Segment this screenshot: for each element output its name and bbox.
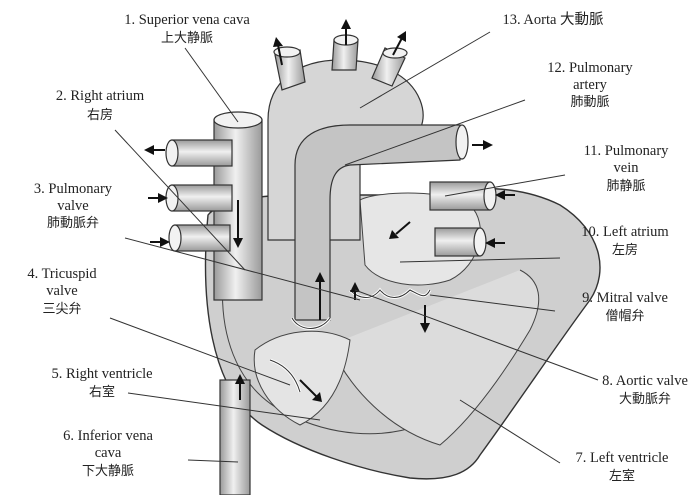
svg-text:7. Left ventricle: 7. Left ventricle (576, 450, 669, 466)
svg-text:5. Right ventricle: 5. Right ventricle (51, 366, 152, 382)
svg-text:3. Pulmonary: 3. Pulmonary (34, 181, 113, 197)
svg-text:上大静脈: 上大静脈 (161, 31, 213, 46)
label-aorta: 13. Aorta 大動脈 (502, 11, 603, 28)
svg-text:肺静脈: 肺静脈 (606, 179, 645, 194)
svg-text:肺動脈: 肺動脈 (570, 95, 609, 110)
svg-text:valve: valve (46, 283, 77, 299)
svg-text:2. Right atrium: 2. Right atrium (56, 88, 145, 104)
svg-text:13. Aorta 大動脈: 13. Aorta 大動脈 (502, 11, 603, 28)
svg-text:11. Pulmonary: 11. Pulmonary (584, 143, 670, 159)
inferior-vena-cava-vessel (220, 380, 250, 495)
svg-text:左房: 左房 (612, 242, 638, 258)
label-tricuspid-valve: 4. Tricuspid valve 三尖弁 (27, 266, 97, 317)
label-pulmonary-artery: 12. Pulmonary artery 肺動脈 (547, 60, 633, 110)
svg-text:僧帽弁: 僧帽弁 (605, 308, 644, 324)
svg-text:9. Mitral valve: 9. Mitral valve (582, 290, 668, 306)
svg-text:vein: vein (614, 160, 640, 176)
svg-text:右房: 右房 (87, 107, 113, 123)
label-left-ventricle: 7. Left ventricle 左室 (576, 450, 669, 484)
label-pulmonary-vein: 11. Pulmonary vein 肺静脈 (584, 143, 670, 194)
svg-text:下大静脈: 下大静脈 (82, 464, 134, 479)
svg-text:三尖弁: 三尖弁 (42, 302, 81, 317)
svg-text:4. Tricuspid: 4. Tricuspid (27, 266, 97, 282)
svg-text:artery: artery (573, 77, 608, 93)
svg-text:6. Inferior vena: 6. Inferior vena (63, 428, 153, 444)
svg-text:valve: valve (57, 198, 88, 214)
svg-text:肺動脈弁: 肺動脈弁 (47, 216, 99, 231)
label-aortic-valve: 8. Aortic valve 大動脈弁 (602, 373, 688, 407)
svg-text:10. Left atrium: 10. Left atrium (581, 224, 669, 240)
label-inferior-vena-cava: 6. Inferior vena cava 下大静脈 (63, 428, 153, 479)
svg-text:cava: cava (95, 445, 122, 461)
svg-text:右室: 右室 (89, 384, 115, 400)
svg-text:8. Aortic valve: 8. Aortic valve (602, 373, 688, 389)
label-superior-vena-cava: 1. Superior vena cava 上大静脈 (124, 12, 250, 46)
svg-text:12. Pulmonary: 12. Pulmonary (547, 60, 633, 76)
svg-text:大動脈弁: 大動脈弁 (619, 392, 671, 407)
label-mitral-valve: 9. Mitral valve 僧帽弁 (582, 290, 668, 324)
label-pulmonary-valve: 3. Pulmonary valve 肺動脈弁 (34, 181, 113, 231)
svg-text:1. Superior vena cava: 1. Superior vena cava (124, 12, 250, 28)
label-right-ventricle: 5. Right ventricle 右室 (51, 366, 152, 400)
svg-text:左室: 左室 (609, 468, 635, 484)
label-right-atrium: 2. Right atrium 右房 (56, 88, 145, 123)
